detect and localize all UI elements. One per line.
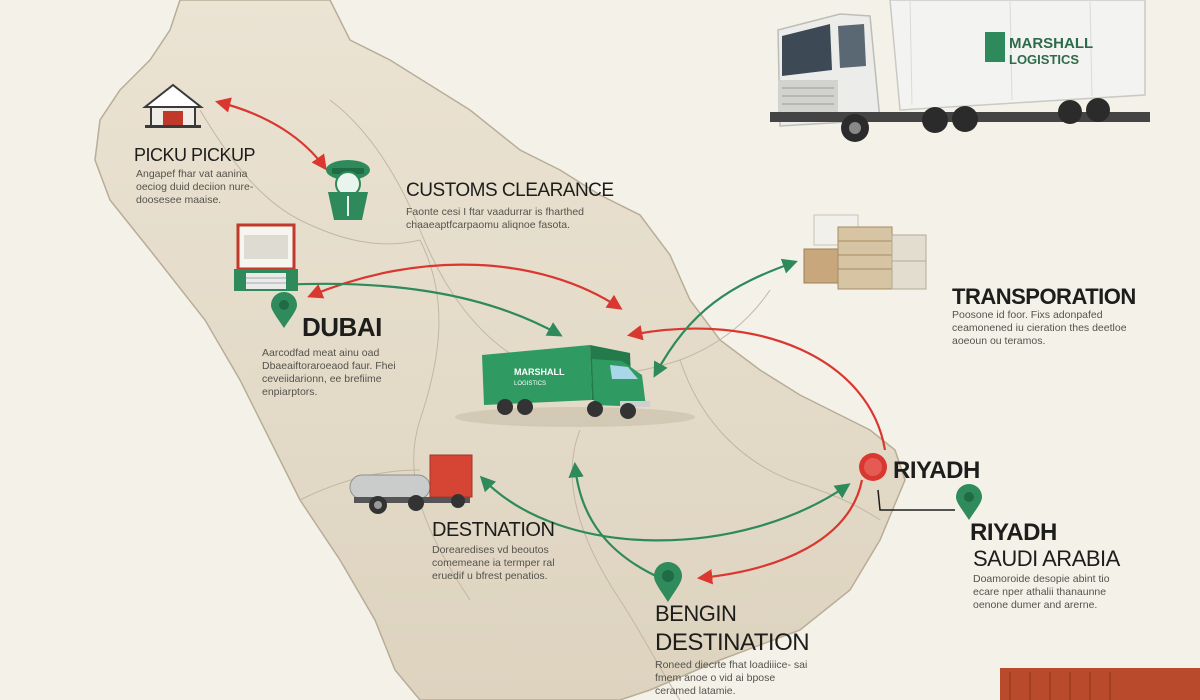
white-truck-logo-line1: MARSHALL — [1009, 35, 1093, 52]
riyadh-final-label: RIYADH — [970, 519, 1057, 546]
saudi-arabia-label: SAUDI ARABIA — [973, 546, 1120, 571]
white-truck-logo-line2: LOGISTICS — [1009, 52, 1079, 67]
route-pickup-customs — [215, 97, 327, 171]
warehouse-icon — [142, 83, 204, 128]
route-riyadh-south-red — [696, 479, 864, 585]
loading-dock-icon — [234, 223, 298, 291]
west-destination-description: Dorearedises vd beoutos comemeane ia ter… — [432, 544, 555, 582]
transportation-description: Poosone id foor. Fixs adonpafed ceamonen… — [952, 309, 1127, 347]
route-dubai-central-green — [279, 282, 563, 337]
arabian-peninsula-map — [94, 0, 906, 700]
customs-officer-icon — [326, 160, 370, 220]
dubai-label: DUBAI — [302, 312, 382, 342]
riyadh-description: Doamoroide desopie abint tio ecare nper … — [973, 573, 1110, 611]
route-riyadh-connector — [877, 489, 955, 511]
customs-description: Faonte cesi I ftar vaadurrar is fharthed… — [406, 206, 585, 231]
transportation-label: TRANSPORATION — [952, 284, 1136, 309]
route-central-south-green — [568, 461, 661, 579]
green-truck-logo-line2: LOGISTICS — [514, 381, 546, 387]
tanker-truck-icon — [349, 454, 473, 514]
south-destination-pin-icon — [654, 562, 682, 602]
cargo-boxes-icon — [803, 214, 927, 290]
route-central-transport-green — [653, 258, 798, 378]
south-destination-description: Roneed diecrte fhat loadiiice- sai fmem … — [655, 659, 808, 697]
shipping-container-icon — [1000, 668, 1200, 700]
pickup-description: Angapef fhar vat aanina oeciog duid deci… — [136, 168, 254, 206]
white-truck-icon: MARSHALL LOGISTICS — [770, 0, 1150, 142]
riyadh-hub-pin-icon — [859, 453, 887, 481]
riyadh-hub-label: RIYADH — [893, 457, 980, 484]
route-arrows — [215, 97, 955, 585]
customs-label: CUSTOMS CLEARANCE — [406, 180, 614, 201]
west-destination-label: DESTNATION — [432, 519, 555, 541]
riyadh-final-pin-icon — [956, 484, 982, 520]
green-truck-logo-line1: MARSHALL — [514, 367, 565, 377]
dubai-description: Aarcodfad meat ainu oad Dbaeaiftoraroeao… — [262, 347, 396, 398]
pickup-label: PICKU PICKUP — [134, 145, 256, 165]
dubai-pin-icon — [271, 292, 297, 328]
route-dubai-central-red — [307, 263, 623, 310]
south-destination-sublabel: DESTINATION — [655, 629, 810, 656]
green-truck-icon: MARSHALL LOGISTICS — [455, 345, 695, 427]
south-destination-label: BENGIN — [655, 601, 737, 626]
route-dest-riyadh-green — [479, 475, 851, 542]
